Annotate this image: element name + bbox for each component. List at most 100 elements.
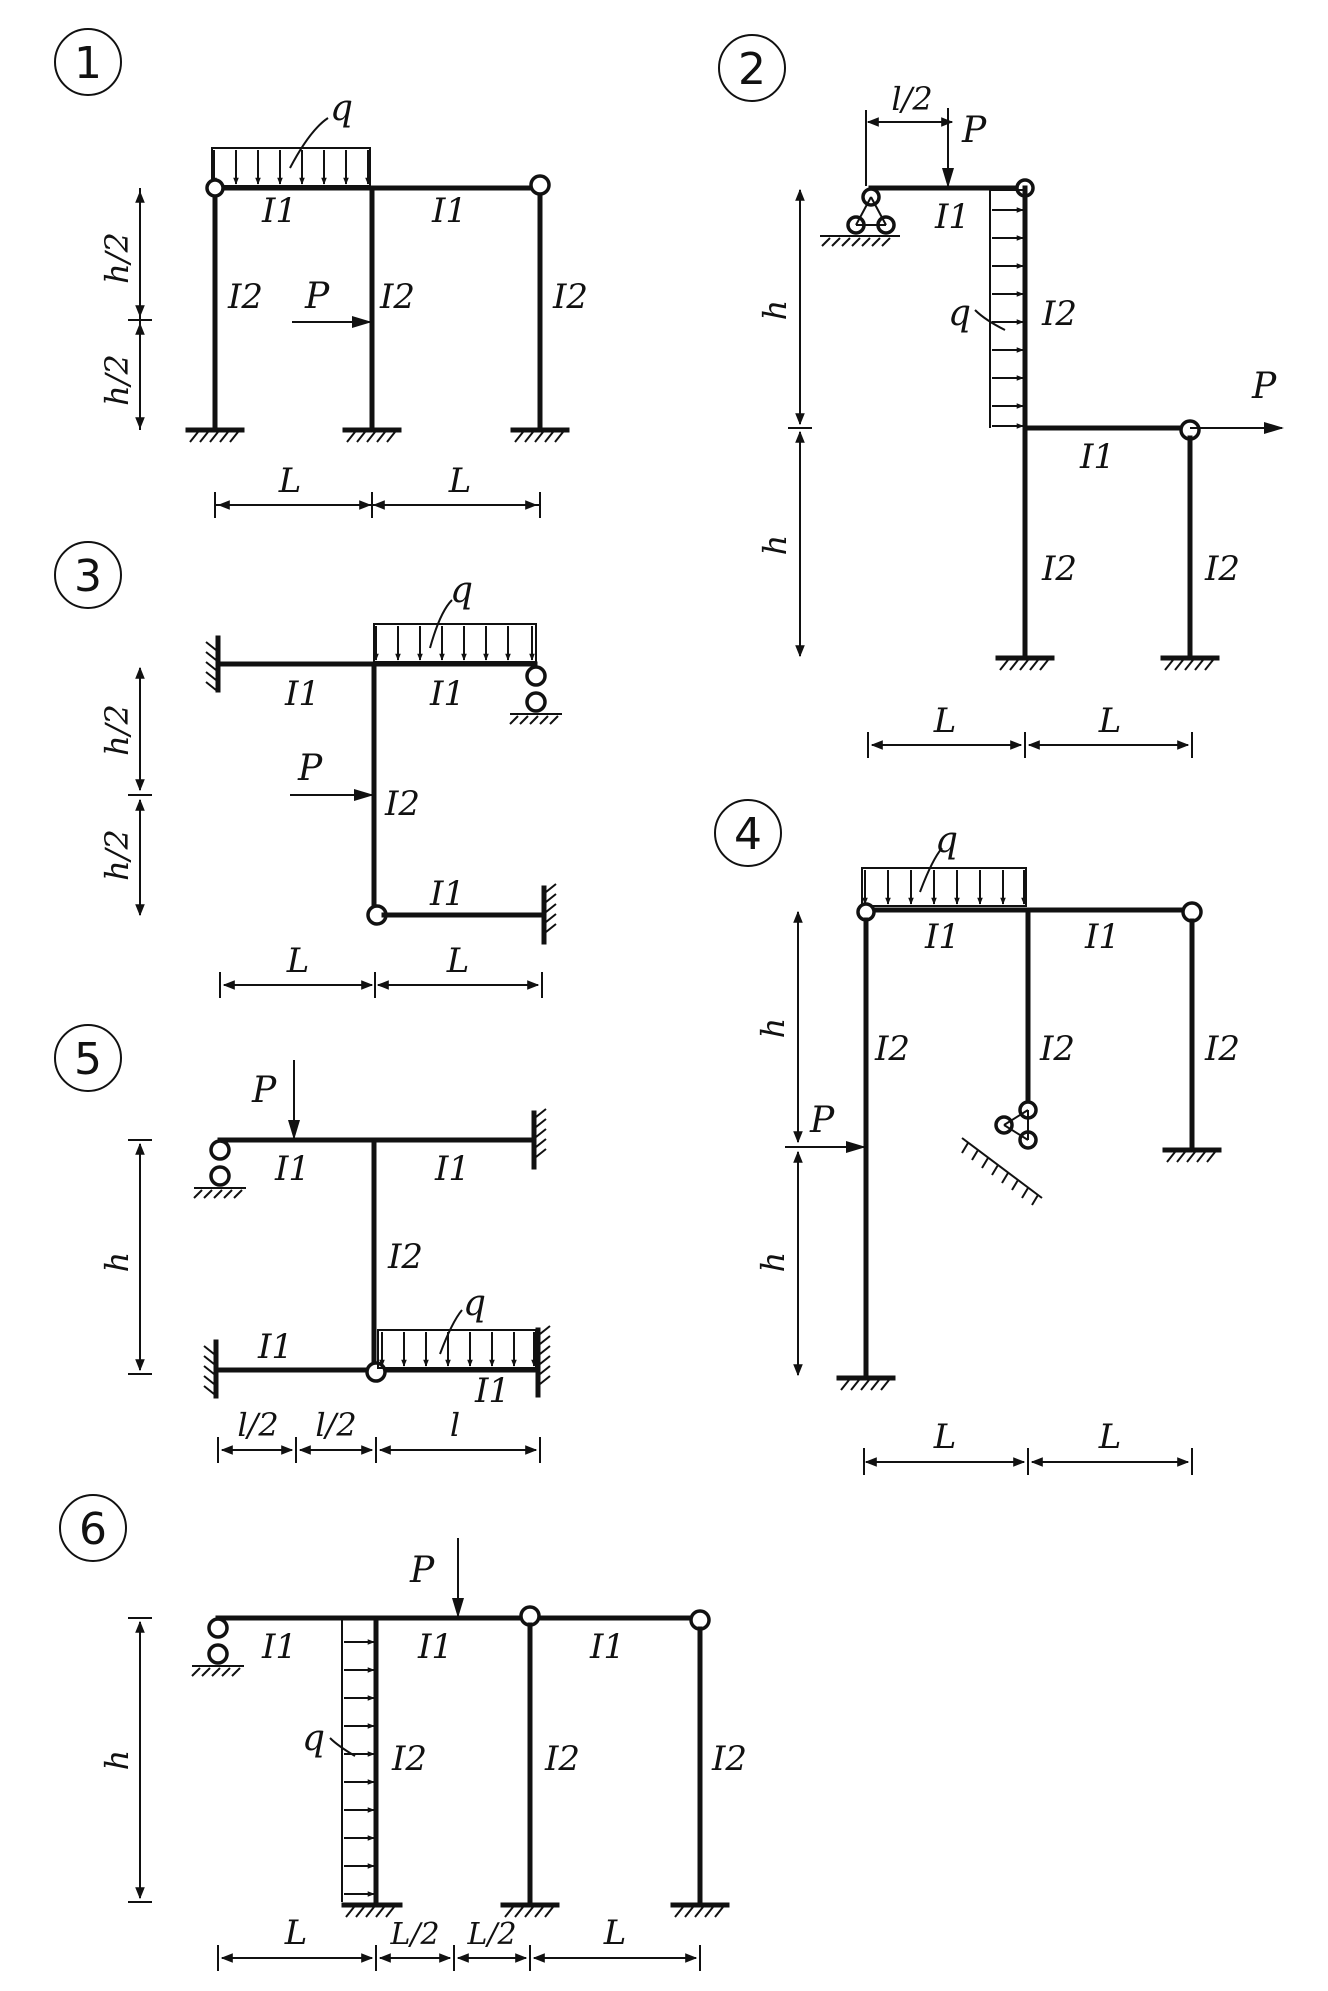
dimension-label: l/2 xyxy=(315,1406,356,1444)
dimension-label: h/2 xyxy=(98,354,136,406)
dimension-label: h/2 xyxy=(98,232,136,284)
fixed-support xyxy=(670,1902,730,1918)
member-label: I1 xyxy=(417,1627,453,1667)
member-label: I2 xyxy=(384,784,420,824)
diagram-number: 5 xyxy=(74,1034,102,1085)
diagram-number: 2 xyxy=(738,44,766,95)
dimension-label: h xyxy=(754,1018,792,1039)
fixed-support xyxy=(535,1325,551,1398)
load-q-label: q xyxy=(330,88,353,129)
member-label: I2 xyxy=(1041,549,1077,589)
hinge xyxy=(529,174,551,196)
diagram-number: 3 xyxy=(74,551,102,602)
hinge xyxy=(519,1605,541,1627)
diagram-number-circle xyxy=(54,1024,122,1092)
load-q-label: q xyxy=(935,820,958,861)
dimension-label: L xyxy=(933,1417,957,1457)
diagram-3: 3 q xyxy=(54,541,562,998)
force-p-label: P xyxy=(304,276,330,317)
distributed-load xyxy=(329,1620,375,1902)
roller-support xyxy=(193,1139,246,1199)
distributed-load xyxy=(974,189,1025,429)
force-p-label: P xyxy=(251,1070,277,1111)
member-label: I1 xyxy=(434,1149,470,1189)
member-label: I2 xyxy=(391,1739,427,1779)
dimension-label: l/2 xyxy=(891,80,932,118)
dimension-label: L xyxy=(1098,701,1122,741)
member-label: I2 xyxy=(227,277,263,317)
hinge xyxy=(689,1609,711,1631)
fixed-support xyxy=(531,1108,547,1170)
dimension-label: h xyxy=(756,535,794,556)
fixed-support xyxy=(1162,1147,1222,1163)
member-label: I1 xyxy=(431,191,467,231)
member-label: I2 xyxy=(1204,549,1240,589)
member-label: I2 xyxy=(1204,1029,1240,1069)
diagram-2: 2 l/2 P I1 xyxy=(718,34,1284,758)
inclined-pinned-support xyxy=(961,1100,1043,1206)
dimension-label: L/2 xyxy=(466,1917,516,1952)
distributed-load xyxy=(373,599,537,663)
member-label: I1 xyxy=(261,1627,297,1667)
dimension-label: h xyxy=(98,1252,136,1273)
load-q-label: q xyxy=(450,570,473,611)
fixed-support xyxy=(203,1339,219,1399)
member-label: I1 xyxy=(274,1149,310,1189)
member-label: I1 xyxy=(589,1627,625,1667)
member-label: I2 xyxy=(1041,294,1077,334)
roller-support xyxy=(191,1617,244,1677)
member-label: I2 xyxy=(1039,1029,1075,1069)
member-label: I1 xyxy=(1079,437,1115,477)
force-p-label: P xyxy=(297,748,323,789)
dimension-label: L xyxy=(278,461,302,501)
diagram-4: 4 q xyxy=(714,799,1240,1475)
dimension-label: h xyxy=(98,1750,136,1771)
fixed-support xyxy=(342,427,402,443)
member-label: I1 xyxy=(474,1371,510,1411)
fixed-support xyxy=(185,427,245,443)
dimension-label: L xyxy=(603,1913,627,1953)
force-p-label: P xyxy=(1251,366,1277,407)
diagram-number-circle xyxy=(54,541,122,609)
fixed-support xyxy=(341,1902,403,1918)
member-label: I1 xyxy=(429,674,465,714)
member-label: I2 xyxy=(379,277,415,317)
pinned-support xyxy=(820,187,900,247)
fixed-support xyxy=(1160,655,1220,671)
roller-support xyxy=(509,665,562,725)
dimension-label: L xyxy=(933,701,957,741)
force-p-label: P xyxy=(409,1550,435,1591)
force-p-label: P xyxy=(809,1100,835,1141)
member-label: I1 xyxy=(257,1327,293,1367)
fixed-support xyxy=(541,883,557,945)
member-label: I1 xyxy=(284,674,320,714)
dimension-label: h xyxy=(756,300,794,321)
load-q-label: q xyxy=(302,1718,325,1759)
fixed-support xyxy=(836,1375,896,1391)
member-label: I2 xyxy=(552,277,588,317)
dimension-label: L xyxy=(446,941,470,981)
dimension-label: L xyxy=(448,461,472,501)
fixed-support xyxy=(205,635,221,693)
dimension-label: h/2 xyxy=(98,704,136,756)
dimension-label: L xyxy=(1098,1417,1122,1457)
member-label: I2 xyxy=(874,1029,910,1069)
fixed-support xyxy=(995,655,1055,671)
distributed-load xyxy=(861,847,1027,907)
diagram-number-circle xyxy=(718,34,786,102)
distributed-load xyxy=(377,1309,537,1369)
member-label: I1 xyxy=(1084,917,1120,957)
member-label: I2 xyxy=(387,1237,423,1277)
force-p-label: P xyxy=(961,110,987,151)
dimension-label: L/2 xyxy=(389,1917,439,1952)
dimension-label: L xyxy=(286,941,310,981)
diagram-number-circle xyxy=(714,799,782,867)
fixed-support xyxy=(510,427,570,443)
diagram-number-circle xyxy=(54,28,122,96)
diagram-number: 4 xyxy=(734,809,762,860)
load-q-label: q xyxy=(948,293,971,334)
member-label: I2 xyxy=(711,1739,747,1779)
member-label: I1 xyxy=(261,191,297,231)
hinge xyxy=(205,178,225,198)
